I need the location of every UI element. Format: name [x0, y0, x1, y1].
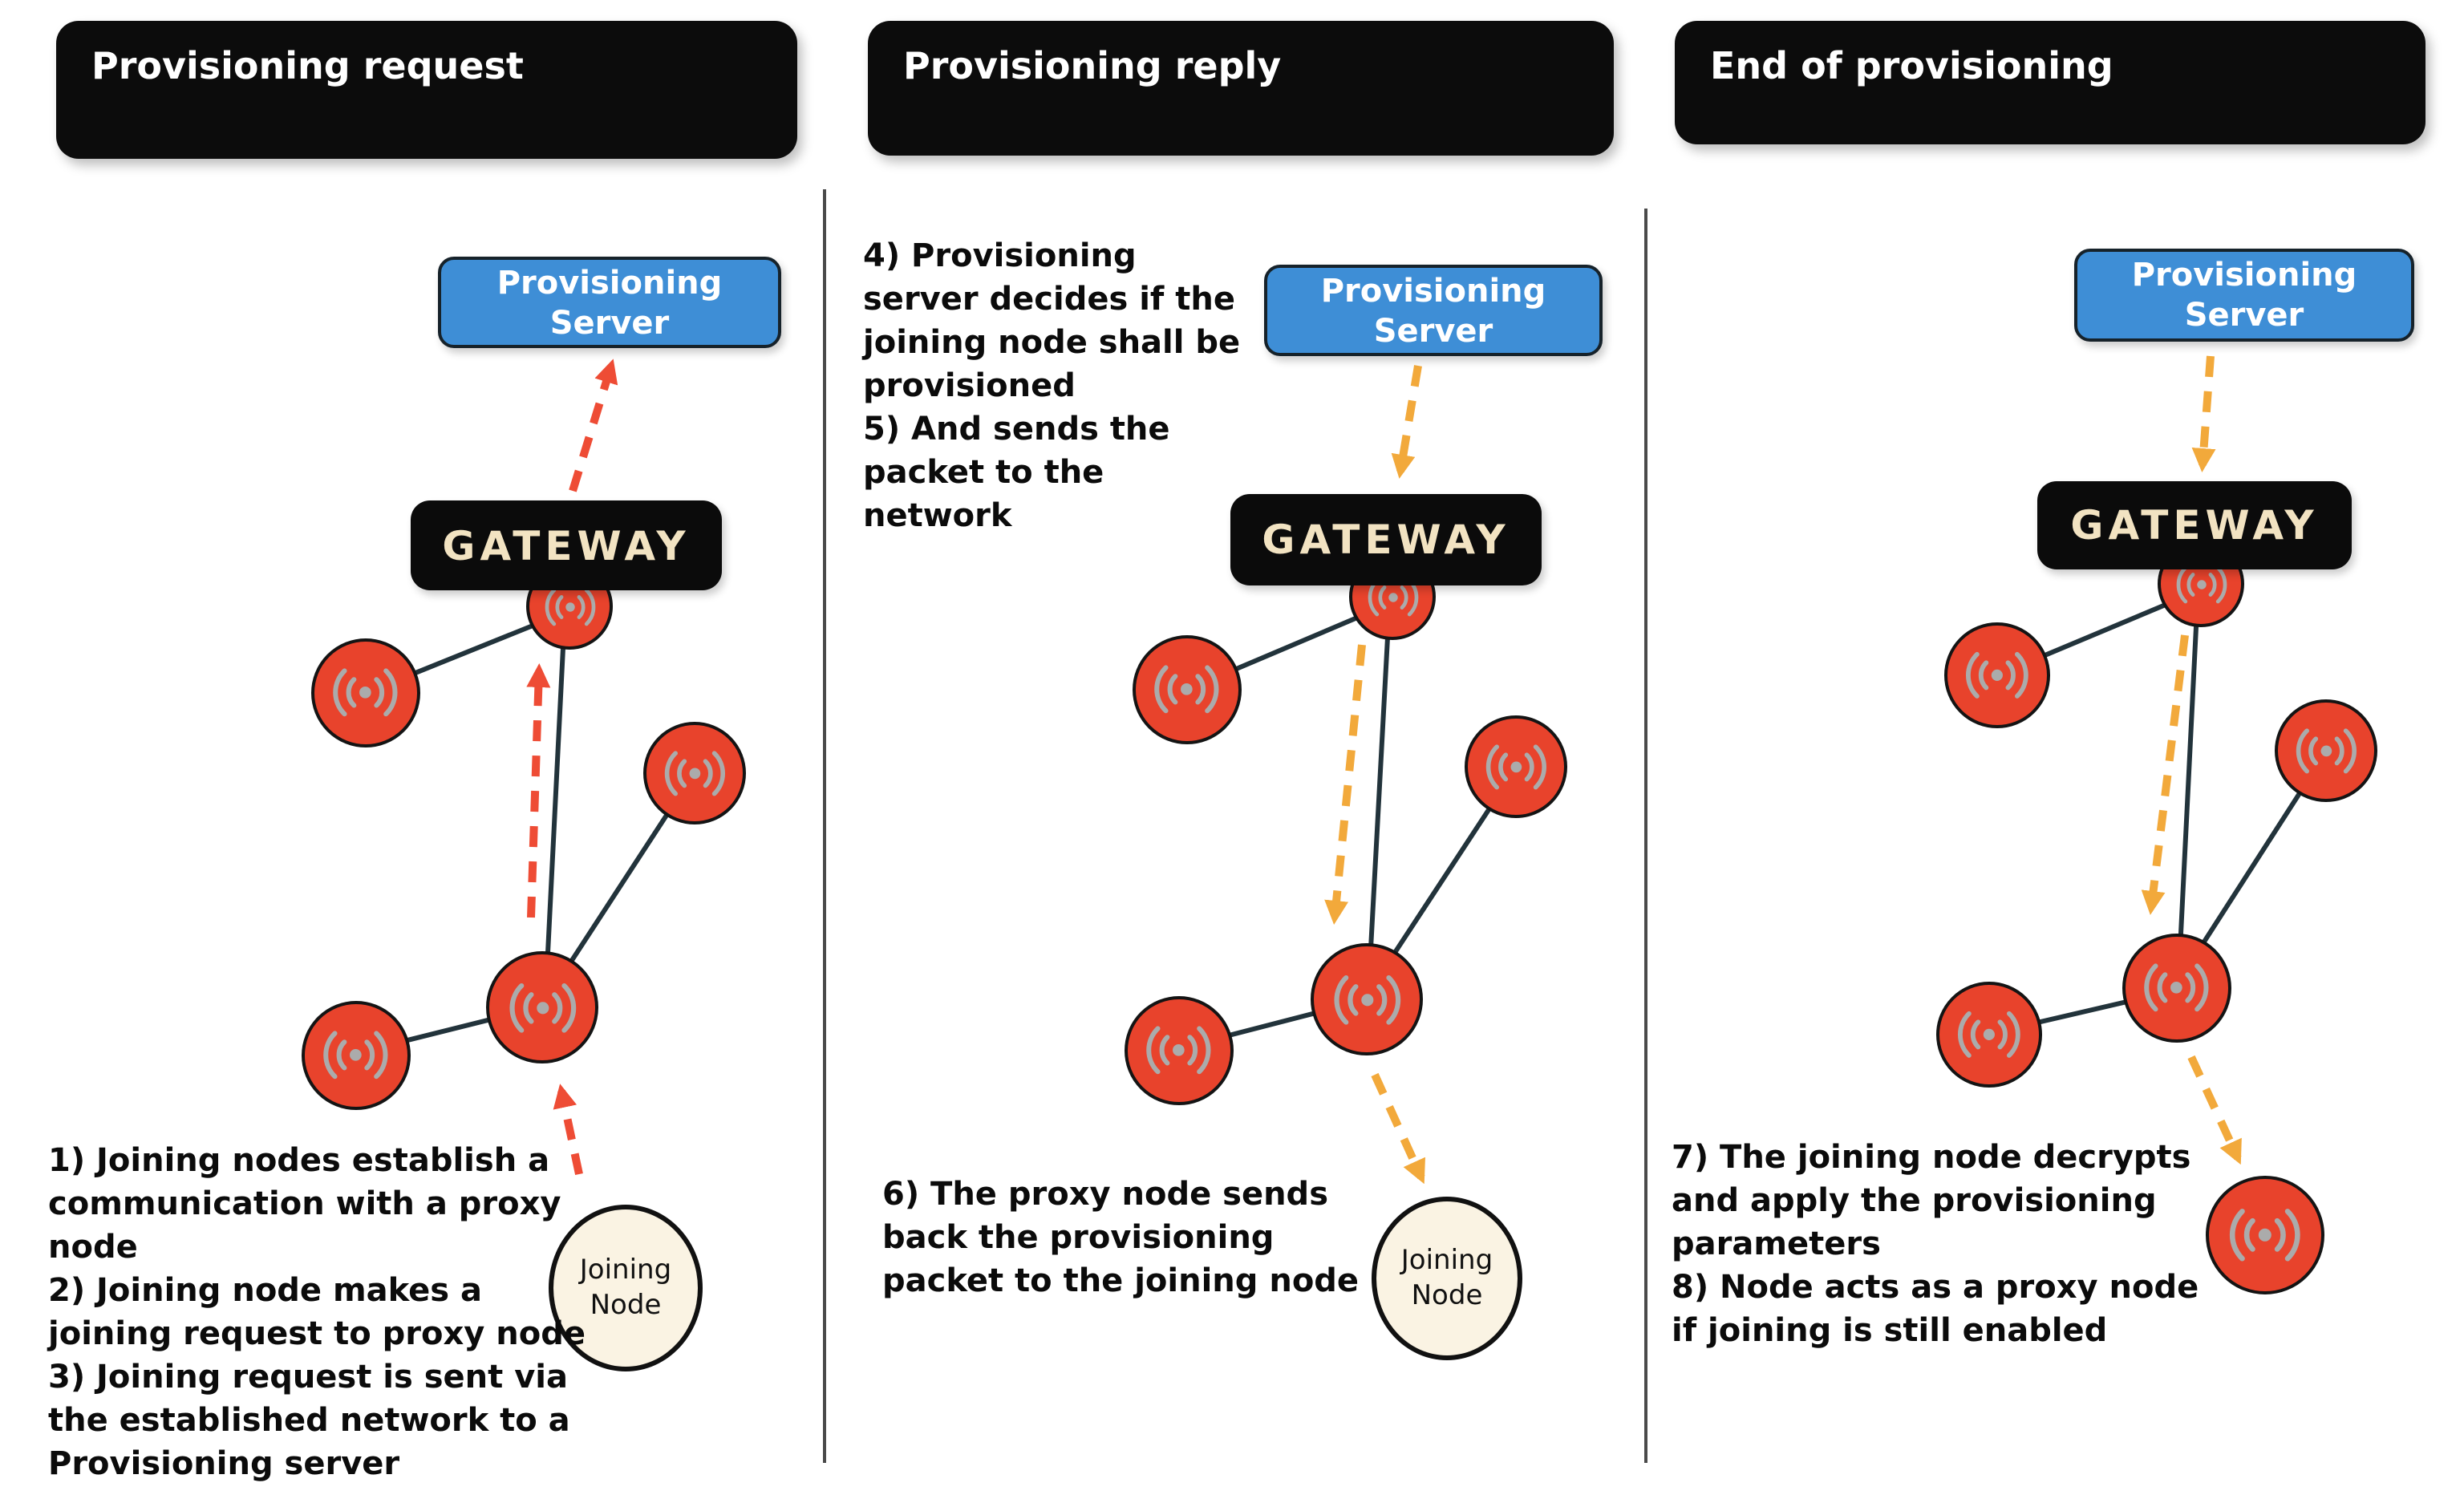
- panel-header-provisioning-reply: Provisioning reply: [868, 21, 1614, 156]
- signal-icon: [1481, 731, 1552, 803]
- joining-node: Joining Node: [549, 1205, 703, 1371]
- joining-node-label: Joining Node: [579, 1254, 672, 1322]
- request-arrow-mesh-up: [526, 663, 551, 918]
- edge: [1366, 606, 1392, 995]
- signal-icon: [659, 738, 731, 809]
- mesh-node: [1133, 635, 1242, 744]
- signal-icon: [328, 655, 404, 731]
- reply-arrow-mesh-down: [1324, 644, 1366, 925]
- edge: [543, 614, 567, 1003]
- joining-node: Joining Node: [1372, 1197, 1522, 1360]
- mesh-node: [1944, 622, 2050, 728]
- end-arrow-mesh-down: [2141, 634, 2189, 915]
- mesh-node: [302, 1001, 411, 1110]
- provisioning-server-label: Provisioning Server: [496, 262, 723, 341]
- signal-icon: [318, 1018, 395, 1094]
- panel-title: End of provisioning: [1710, 47, 2113, 88]
- steps-text-request: 1) Joining nodes establish a communicati…: [48, 1140, 586, 1482]
- gateway-label: GATEWAY: [1262, 517, 1510, 563]
- signal-icon: [2291, 715, 2362, 787]
- request-arrow-gateway-to-server: [569, 359, 618, 492]
- mesh-node: [643, 722, 746, 824]
- proxy-node: [486, 951, 598, 1063]
- panel-title: Provisioning reply: [903, 47, 1282, 88]
- provisioning-server-label: Provisioning Server: [2131, 255, 2357, 334]
- provisioning-server-box: Provisioning Server: [2074, 249, 2414, 342]
- proxy-node: [2122, 934, 2231, 1043]
- signal-icon: [1141, 1013, 1218, 1089]
- provisioning-server-box: Provisioning Server: [438, 257, 781, 348]
- mesh-node: [1125, 996, 1234, 1105]
- mesh-node: [2275, 699, 2377, 802]
- signal-icon: [1960, 638, 2034, 712]
- gateway-box: GATEWAY: [2037, 481, 2352, 569]
- signal-icon: [1327, 960, 1406, 1039]
- gateway-box: GATEWAY: [411, 500, 722, 590]
- mesh-node: [1465, 715, 1567, 818]
- signal-icon: [2139, 950, 2215, 1027]
- panel-divider: [1644, 209, 1647, 1463]
- reply-arrow-server-to-gateway: [1391, 365, 1422, 479]
- signal-icon: [503, 968, 582, 1047]
- panel-header-end-of-provisioning: End of provisioning: [1675, 21, 2426, 144]
- end-arrow-server-to-gateway: [2191, 355, 2216, 472]
- mesh-node: [311, 638, 420, 747]
- steps-text-end: 7) The joining node decrypts and apply t…: [1672, 1137, 2199, 1349]
- signal-icon: [1149, 652, 1226, 728]
- gateway-label: GATEWAY: [2070, 502, 2319, 549]
- signal-icon: [2223, 1193, 2307, 1277]
- steps-text-reply-top: 4) Provisioning server decides if the jo…: [863, 236, 1241, 534]
- panel-divider: [823, 189, 826, 1463]
- panel-header-provisioning-request: Provisioning request: [56, 21, 797, 159]
- provisioned-joining-node: [2206, 1176, 2324, 1294]
- panel-title: Provisioning request: [91, 47, 524, 88]
- provisioning-server-box: Provisioning Server: [1264, 265, 1603, 356]
- proxy-node: [1311, 943, 1423, 1055]
- edge: [2176, 593, 2200, 984]
- joining-node-label: Joining Node: [1400, 1244, 1493, 1312]
- gateway-label: GATEWAY: [442, 522, 691, 569]
- reply-arrow-proxy-to-joining: [1371, 1072, 1425, 1185]
- signal-icon: [1952, 998, 2026, 1072]
- provisioning-server-label: Provisioning Server: [1320, 270, 1546, 349]
- gateway-box: GATEWAY: [1230, 494, 1542, 585]
- steps-text-reply-bottom: 6) The proxy node sends back the provisi…: [882, 1174, 1360, 1299]
- mesh-node: [1936, 982, 2042, 1088]
